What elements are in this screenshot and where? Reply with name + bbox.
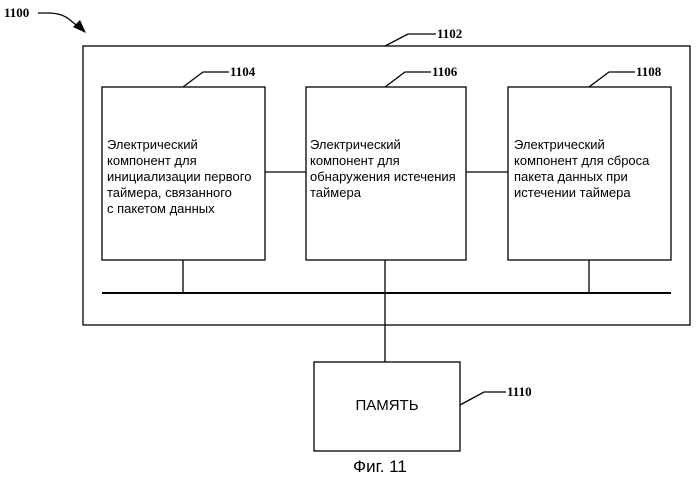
component-label-1108-line: истечении таймера bbox=[514, 185, 671, 201]
leader-1102 bbox=[385, 34, 436, 46]
arrow-1100 bbox=[38, 13, 80, 28]
leader-1104 bbox=[183, 72, 229, 87]
ref-1100: 1100 bbox=[4, 5, 29, 20]
component-label-1104-line: таймера, связанного bbox=[107, 185, 264, 201]
leader-1110 bbox=[460, 392, 506, 405]
component-label-1108: Электрический компонент для сброса пакет… bbox=[514, 137, 671, 201]
ref-1108: 1108 bbox=[636, 64, 662, 79]
component-label-1106-line: таймера bbox=[310, 185, 468, 201]
component-label-1104: Электрический компонент для инициализаци… bbox=[107, 137, 264, 217]
component-label-1108-line: пакета данных при bbox=[514, 169, 671, 185]
component-label-1104-line: инициализации первого bbox=[107, 169, 264, 185]
ref-1106: 1106 bbox=[432, 64, 458, 79]
ref-1110: 1110 bbox=[507, 384, 532, 399]
leader-1108 bbox=[589, 72, 635, 87]
component-label-1104-line: Электрический bbox=[107, 137, 264, 153]
component-label-1106-line: компонент для bbox=[310, 153, 468, 169]
arrow-1100-head bbox=[73, 20, 86, 33]
component-label-1106-line: Электрический bbox=[310, 137, 468, 153]
memory-label: ПАМЯТЬ bbox=[314, 397, 460, 414]
component-label-1104-line: с пакетом данных bbox=[107, 201, 264, 217]
component-label-1106-line: обнаружения истечения bbox=[310, 169, 468, 185]
leader-1106 bbox=[385, 72, 431, 87]
figure-caption: Фиг. 11 bbox=[300, 457, 460, 477]
ref-1102: 1102 bbox=[437, 26, 462, 41]
component-label-1108-line: компонент для сброса bbox=[514, 153, 671, 169]
component-label-1106: Электрический компонент для обнаружения … bbox=[310, 137, 468, 201]
ref-1104: 1104 bbox=[230, 64, 256, 79]
component-label-1108-line: Электрический bbox=[514, 137, 671, 153]
component-label-1104-line: компонент для bbox=[107, 153, 264, 169]
